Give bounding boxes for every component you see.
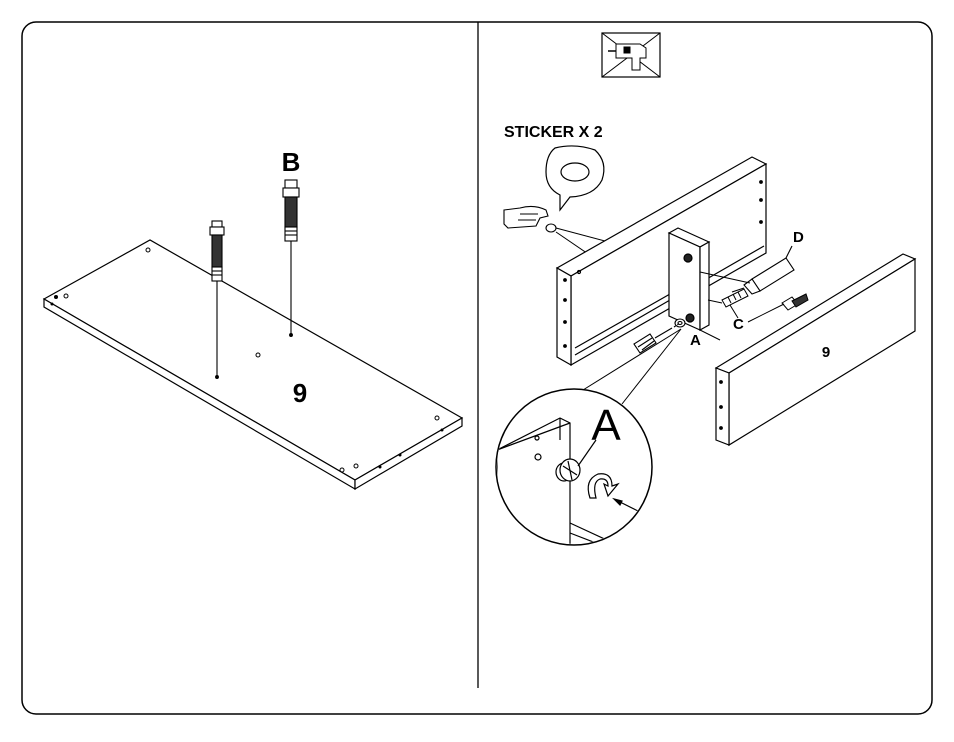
hand-icon bbox=[504, 206, 556, 232]
screwdriver-icon bbox=[634, 323, 680, 353]
right-step-panel: STICKER X 2 bbox=[496, 33, 915, 560]
panel-board-9 bbox=[44, 240, 462, 489]
part-b-bolt bbox=[283, 180, 299, 336]
sticker-callout-bubble bbox=[546, 146, 604, 210]
sticker-title: STICKER X 2 bbox=[504, 124, 603, 141]
part-d-label: D bbox=[793, 229, 804, 246]
board-number-left: 9 bbox=[293, 378, 307, 408]
zoom-part-a-label: A bbox=[591, 401, 621, 450]
dowel-c bbox=[722, 289, 748, 318]
left-step-panel: B 9 bbox=[44, 147, 462, 489]
no-power-drill-icon bbox=[602, 33, 660, 77]
board-number-right: 9 bbox=[822, 344, 830, 361]
front-panel-board-9 bbox=[716, 254, 915, 445]
part-a-label: A bbox=[690, 332, 701, 349]
part-c-label: C bbox=[733, 316, 744, 333]
zoom-detail-circle bbox=[496, 389, 652, 560]
side-upright-panel bbox=[669, 228, 709, 330]
part-b-label: B bbox=[282, 147, 301, 177]
